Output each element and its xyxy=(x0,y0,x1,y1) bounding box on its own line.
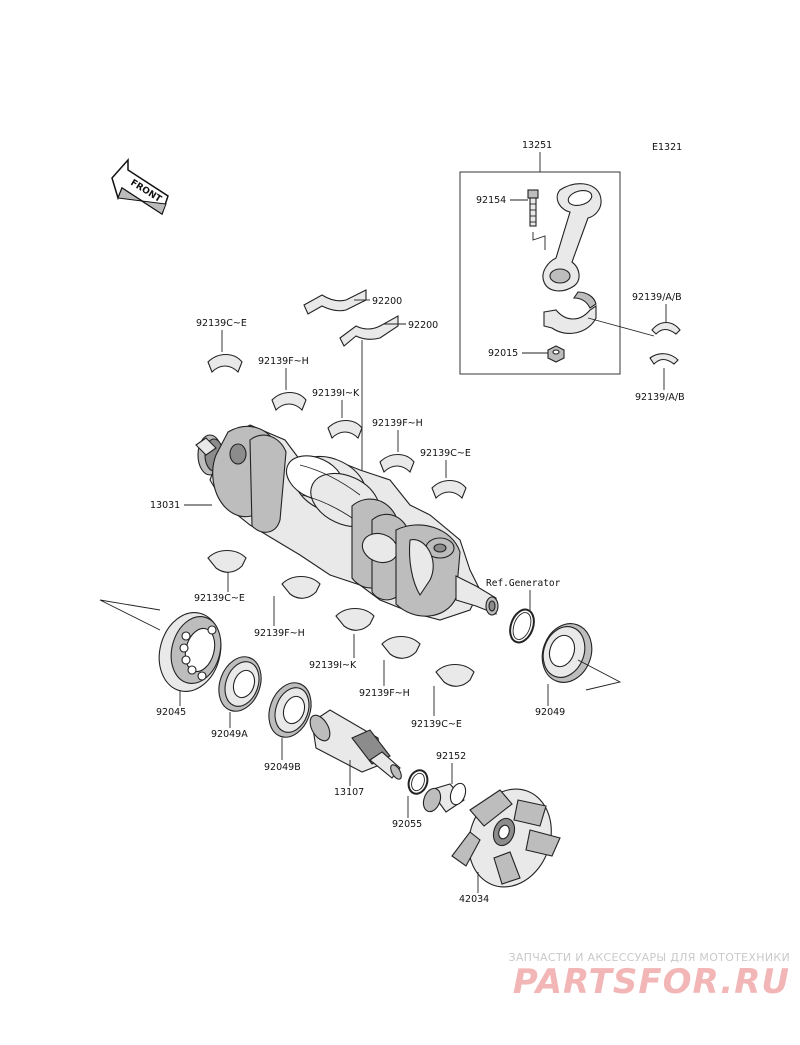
label-bearing-fh-3: 92139F~H xyxy=(254,628,305,639)
oring-small-icon xyxy=(407,769,429,795)
label-crankshaft: 13031 xyxy=(150,500,180,511)
main-bearing-icon xyxy=(281,575,321,599)
thrust-bearing-upper-icon xyxy=(303,289,367,315)
label-coupling: 42034 xyxy=(459,894,489,905)
main-bearing-icon xyxy=(431,479,467,499)
watermark-logo: PARTSFOR.RU xyxy=(512,962,790,1002)
conrod-bearing-lower-icon xyxy=(649,353,679,365)
oil-seal-b-icon xyxy=(268,682,312,738)
label-bearing-ik-2: 92139I~K xyxy=(309,660,357,671)
front-direction-icon: FRONT xyxy=(111,158,169,216)
label-conrod-bearing-top: 92139/A/B xyxy=(632,292,682,303)
leader-line xyxy=(532,232,546,250)
main-bearing-icon xyxy=(271,391,307,411)
watermark-caption: ЗАПЧАСТИ И АКСЕССУАРЫ ДЛЯ МОТОТЕХНИКИ xyxy=(508,951,790,964)
coupling-icon xyxy=(451,788,561,888)
label-ref-generator: Ref.Generator xyxy=(486,578,561,589)
leader-line xyxy=(587,317,655,337)
oring-icon xyxy=(509,608,535,644)
connecting-rod-icon xyxy=(542,183,602,292)
label-conrod-bearing-bottom: 92139/A/B xyxy=(635,392,685,403)
crankshaft-icon xyxy=(195,424,499,621)
main-bearing-icon xyxy=(335,607,375,631)
main-bearing-icon xyxy=(327,419,363,439)
main-bearing-icon xyxy=(381,635,421,659)
label-conrod-nut: 92015 xyxy=(488,348,518,359)
label-conrod-assy: 13251 xyxy=(522,140,552,151)
oil-seal-a-icon xyxy=(218,656,262,712)
label-bearing-ik-1: 92139I~K xyxy=(312,388,360,399)
ball-bearing-icon xyxy=(158,612,222,692)
leader-line xyxy=(577,659,622,691)
label-oring: 92055 xyxy=(392,819,422,830)
thrust-bearing-lower-icon xyxy=(339,315,399,347)
label-bearing-ce-4: 92139C~E xyxy=(411,719,462,730)
diagram-code: E1321 xyxy=(652,142,682,153)
drive-shaft-icon xyxy=(309,709,402,780)
conrod-nut-icon xyxy=(547,345,565,363)
label-seal-right: 92049 xyxy=(535,707,565,718)
conrod-bolt-icon xyxy=(527,189,539,227)
main-bearing-icon xyxy=(435,663,475,687)
main-bearing-icon xyxy=(207,549,247,573)
label-seal-a: 92049A xyxy=(211,729,248,740)
label-bearing-ce-1: 92139C~E xyxy=(196,318,247,329)
label-collar: 92152 xyxy=(436,751,466,762)
label-bearing-ce-2: 92139C~E xyxy=(420,448,471,459)
label-bearing-ce-3: 92139C~E xyxy=(194,593,245,604)
conrod-cap-icon xyxy=(543,291,597,334)
label-bearing-fh-1: 92139F~H xyxy=(258,356,309,367)
main-bearing-icon xyxy=(379,453,415,473)
main-bearing-icon xyxy=(207,353,243,373)
label-bearing-fh-4: 92139F~H xyxy=(359,688,410,699)
conrod-bearing-upper-icon xyxy=(651,321,681,335)
label-seal-b: 92049B xyxy=(264,762,301,773)
label-bearing-fh-2: 92139F~H xyxy=(372,418,423,429)
label-conrod-bolt: 92154 xyxy=(476,195,506,206)
label-bearing-92200-a: 92200 xyxy=(372,296,402,307)
label-bearing-92200-b: 92200 xyxy=(408,320,438,331)
label-ball-bearing: 92045 xyxy=(156,707,186,718)
leader-line xyxy=(99,599,161,631)
collar-icon xyxy=(422,782,467,813)
label-shaft: 13107 xyxy=(334,787,364,798)
oil-seal-right-icon xyxy=(541,623,593,683)
